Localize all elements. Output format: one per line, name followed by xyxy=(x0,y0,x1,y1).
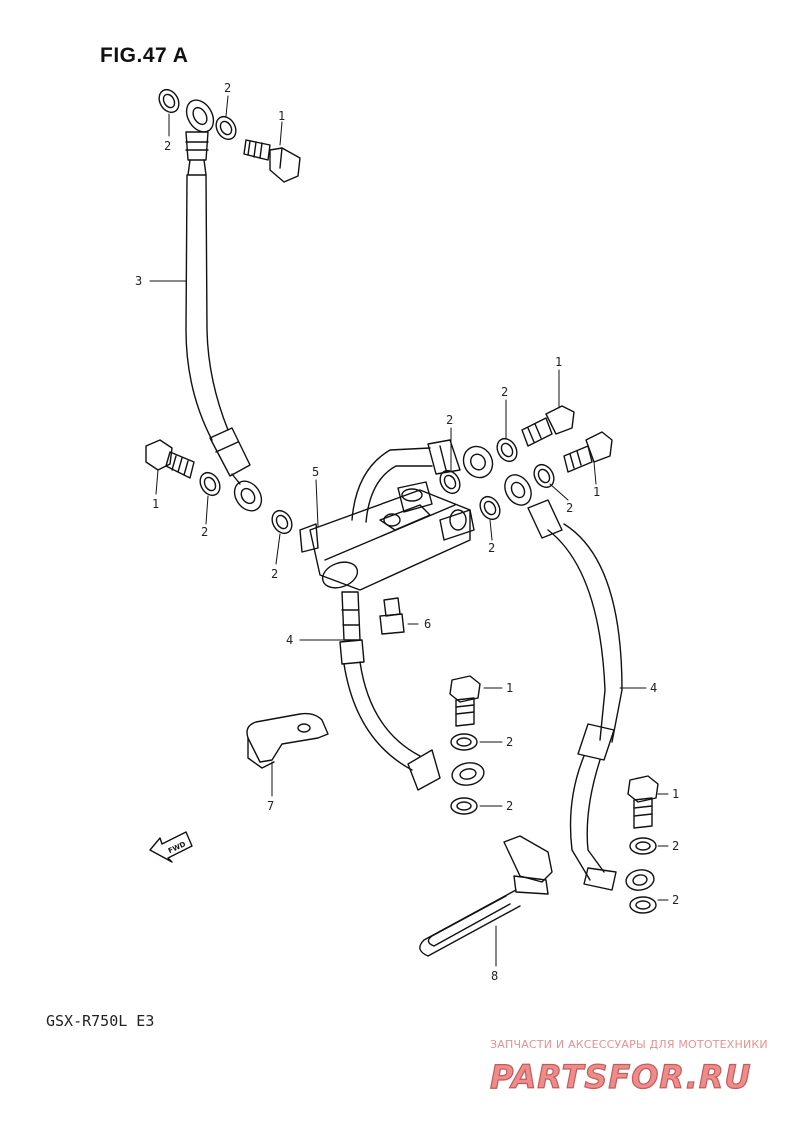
callout-c5b: 1 xyxy=(672,787,679,801)
callout-c3d: 1 xyxy=(593,485,600,499)
callout-numbers: 2 2 1 3 1 2 2 5 2 2 1 1 2 2 4 6 1 2 2 4 … xyxy=(135,81,679,983)
washer-top-left xyxy=(158,88,180,114)
hose-joint xyxy=(299,481,475,591)
banjo-bolt-mid-left xyxy=(145,439,195,479)
hose-crossover xyxy=(351,437,518,523)
callout-c1c: 1 xyxy=(278,109,285,123)
callout-c4c: 1 xyxy=(506,681,513,695)
watermark-caption: ЗАПЧАСТИ И АКСЕССУАРЫ ДЛЯ МОТОТЕХНИКИ xyxy=(490,1038,768,1051)
callout-c3a: 2 xyxy=(446,413,453,427)
callout-c3c: 1 xyxy=(555,355,562,369)
watermark-logo-text: PARTSFOR.RU xyxy=(490,1058,751,1096)
callout-c1d: 3 xyxy=(135,274,142,288)
callout-c1b: 2 xyxy=(224,81,231,95)
banjo-top xyxy=(185,99,215,133)
bracket-part8 xyxy=(419,835,553,957)
washer-mid-center xyxy=(271,509,293,535)
callout-c3b: 2 xyxy=(501,385,508,399)
banjo-bolt-right xyxy=(563,431,613,473)
bolt-lower-center xyxy=(449,675,481,815)
hose-upper xyxy=(158,88,263,512)
banjo-bolt-upper-right xyxy=(521,405,575,447)
callout-c3f: 2 xyxy=(488,541,495,555)
figure-title: FIG.47 A xyxy=(100,44,189,67)
callout-c4f: 4 xyxy=(650,681,657,695)
fwd-arrow-icon xyxy=(149,831,193,863)
callout-c4d: 2 xyxy=(506,735,513,749)
callout-c4e: 2 xyxy=(506,799,513,813)
washer-mid-left xyxy=(199,471,221,497)
banjo-crossover xyxy=(462,445,494,479)
callout-c3e: 2 xyxy=(566,501,573,515)
callout-c5c: 2 xyxy=(672,839,679,853)
banjo-mid-left xyxy=(233,480,263,512)
callout-c4b: 6 xyxy=(424,617,431,631)
bolt-lower-right xyxy=(627,775,659,914)
screw-part6 xyxy=(379,597,405,635)
callout-c2a: 1 xyxy=(152,497,159,511)
washer-top-right xyxy=(215,115,237,141)
hose-left xyxy=(339,591,485,791)
callout-c5a: 7 xyxy=(267,799,274,813)
callout-c2b: 2 xyxy=(201,525,208,539)
callout-c5d: 2 xyxy=(672,893,679,907)
hose-fitting-lower xyxy=(209,427,251,477)
callout-c1a: 2 xyxy=(164,139,171,153)
callout-c2c: 2 xyxy=(271,567,278,581)
callout-c5e: 8 xyxy=(491,969,498,983)
callout-c2d: 5 xyxy=(312,465,319,479)
hose-fitting-top xyxy=(185,131,209,161)
hose-right xyxy=(504,474,655,891)
clamp-part7 xyxy=(246,712,329,769)
callout-c4a: 4 xyxy=(286,633,293,647)
banjo-bolt-top xyxy=(243,139,301,183)
watermark-logo: PARTSFOR.RU xyxy=(489,1057,751,1096)
model-label: GSX-R750L E3 xyxy=(46,1012,155,1030)
